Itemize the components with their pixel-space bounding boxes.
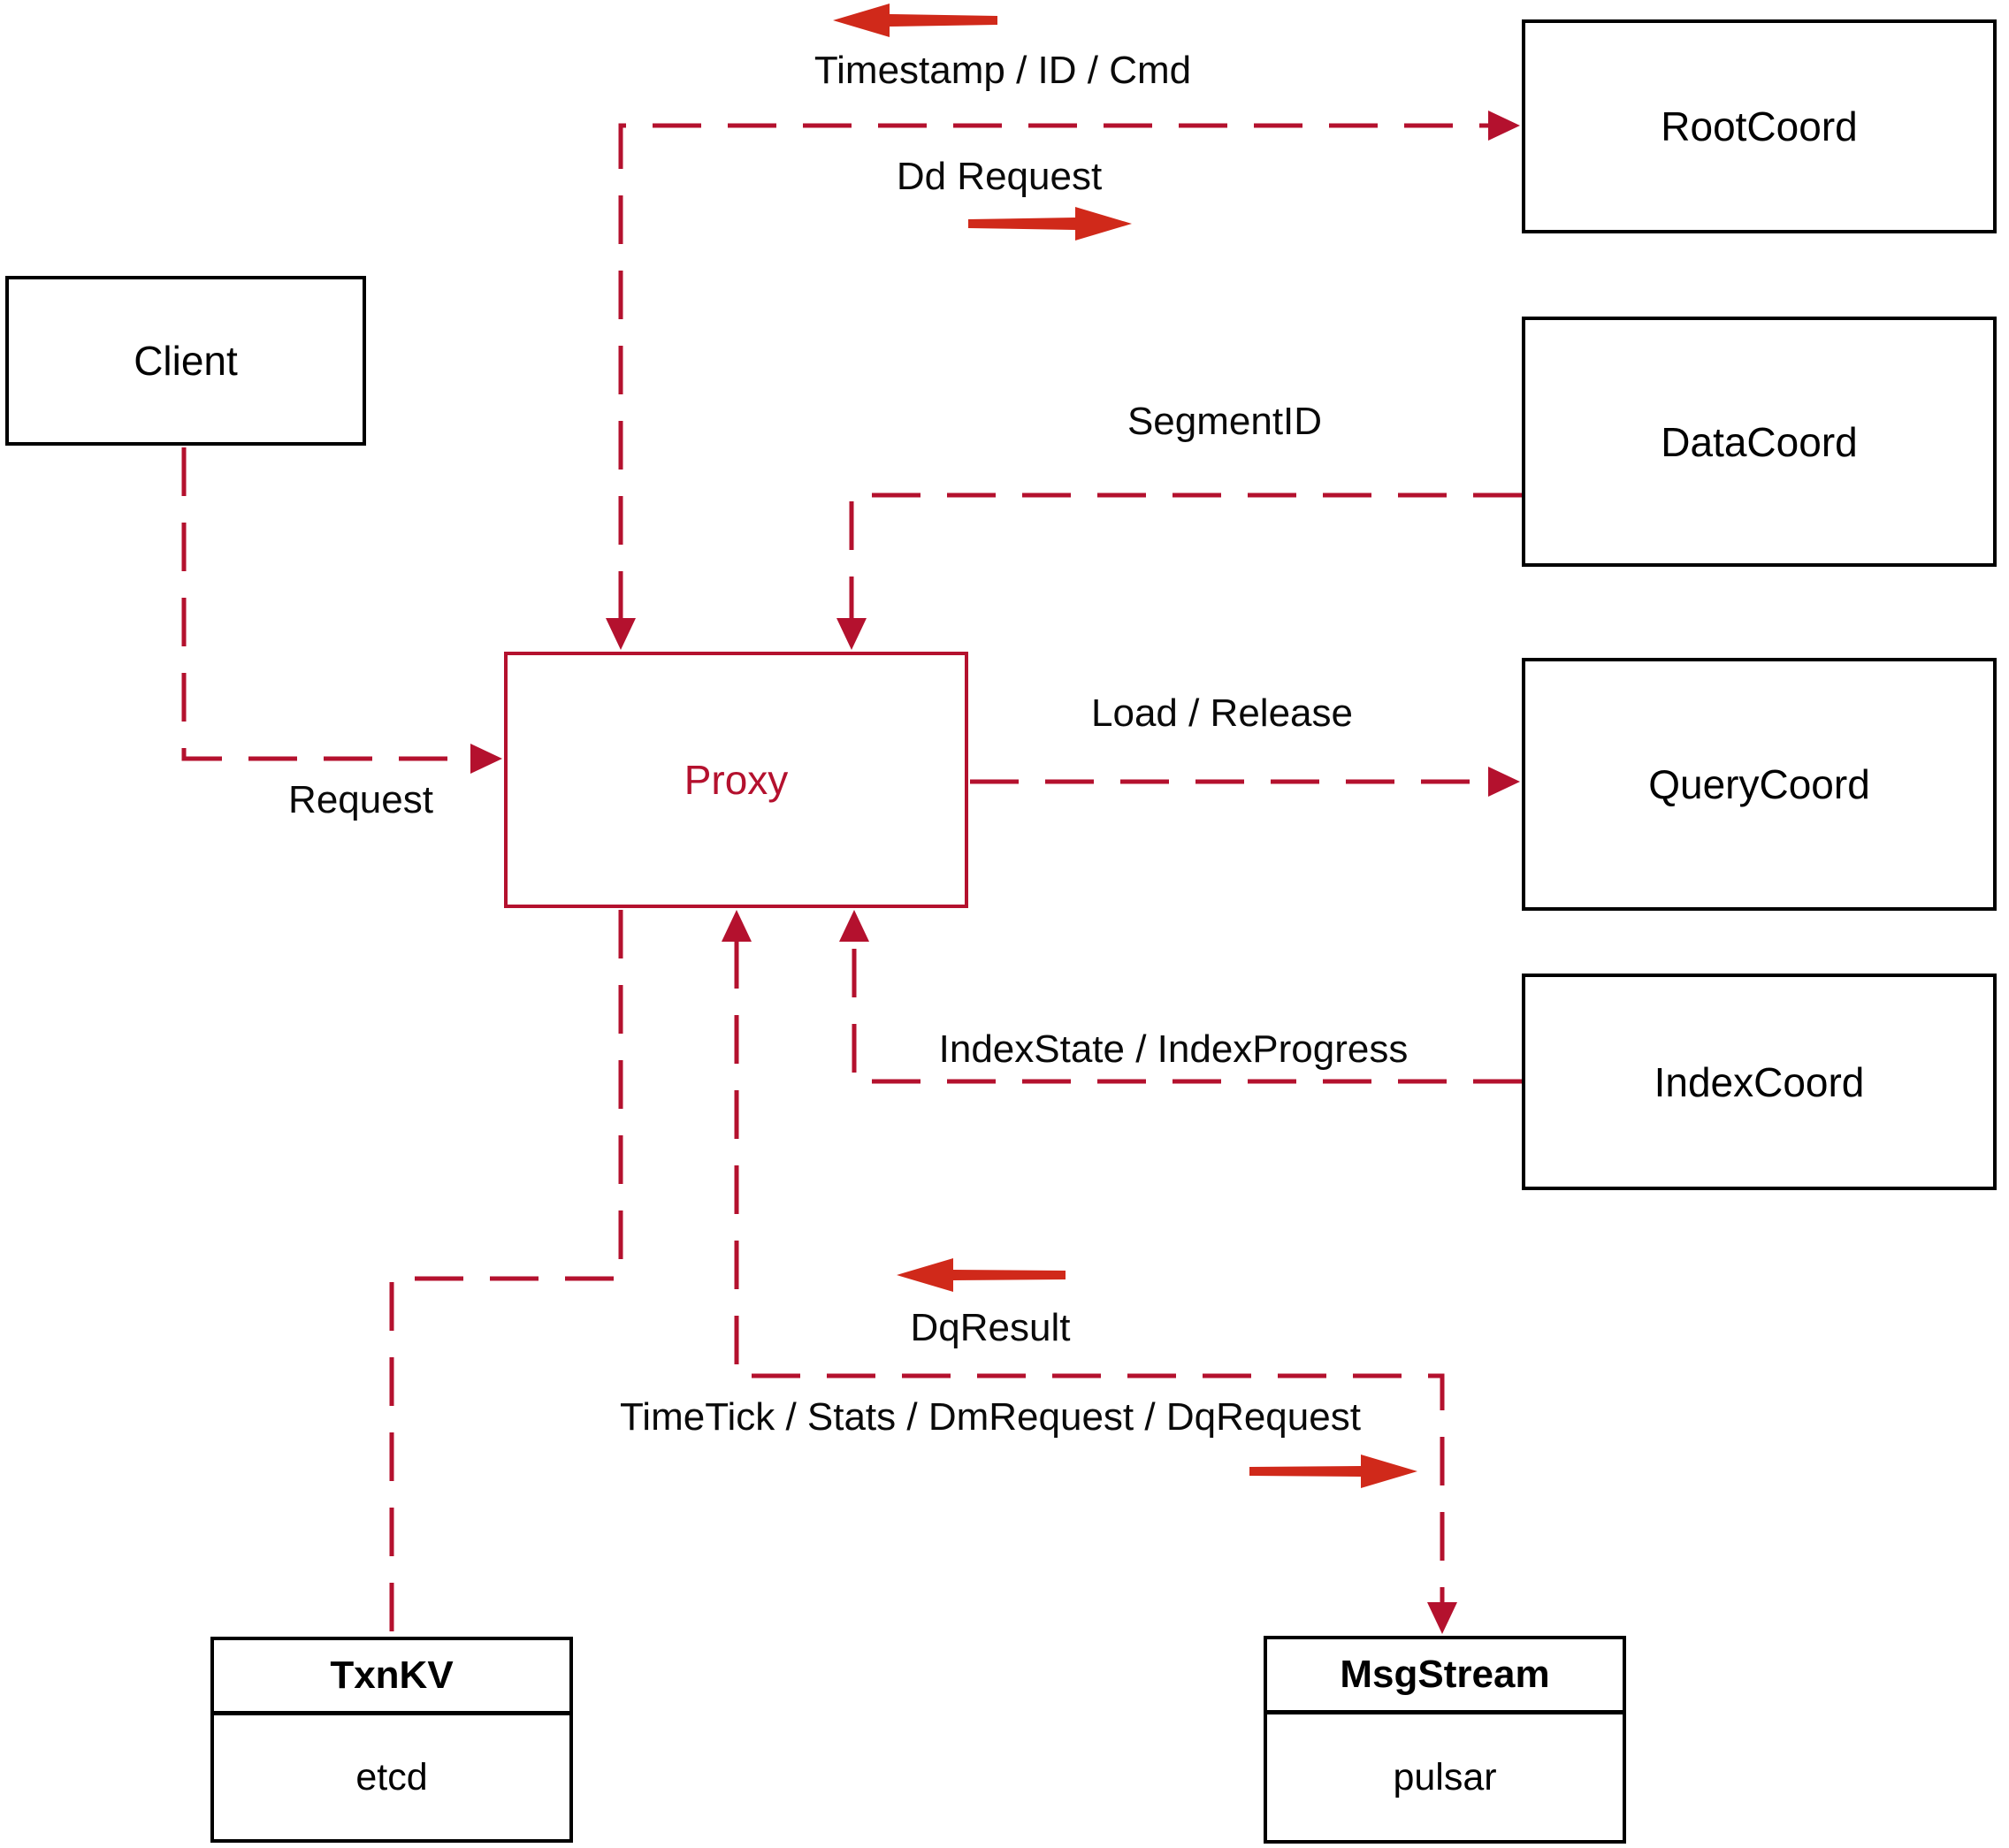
right-arrow-icon-timetick <box>1249 1455 1417 1488</box>
left-arrow-icon-timestamp <box>833 4 997 37</box>
arrowhead-into-querycoord <box>1488 767 1520 797</box>
arrowhead-into-msgstream <box>1427 1602 1457 1634</box>
arrowhead-into-proxy-bottom-left <box>722 910 752 942</box>
edge-label-request: Request <box>288 778 433 821</box>
msgstream-box: MsgStream pulsar <box>1264 1636 1626 1844</box>
querycoord-box: QueryCoord <box>1522 658 1997 911</box>
datacoord-label: DataCoord <box>1661 418 1858 465</box>
querycoord-label: QueryCoord <box>1648 761 1870 807</box>
edge-label-segment-id: SegmentID <box>1127 400 1323 443</box>
edge-label-timestamp-id-cmd: Timestamp / ID / Cmd <box>814 49 1192 92</box>
edge-label-dd-request: Dd Request <box>896 155 1103 198</box>
txnkv-subtitle: etcd <box>355 1755 428 1798</box>
proxy-label: Proxy <box>684 757 789 803</box>
edge-indexcoord-proxy <box>852 940 1522 1084</box>
right-arrow-icon-dd-request <box>968 207 1132 241</box>
datacoord-box: DataCoord <box>1522 317 1997 567</box>
arrowhead-into-proxy-top-right <box>836 618 867 650</box>
client-label: Client <box>134 338 238 384</box>
rootcoord-box: RootCoord <box>1522 19 1997 233</box>
edge-label-dq-result: DqResult <box>910 1306 1071 1349</box>
arrowhead-into-proxy-top-left <box>606 618 636 650</box>
txnkv-title: TxnKV <box>214 1640 569 1715</box>
arrowhead-into-proxy-left <box>470 744 502 774</box>
arrowhead-into-rootcoord <box>1488 111 1520 141</box>
indexcoord-label: IndexCoord <box>1654 1058 1865 1105</box>
edge-proxy-rootcoord <box>618 123 1490 620</box>
rootcoord-label: RootCoord <box>1661 103 1858 149</box>
txnkv-box: TxnKV etcd <box>210 1637 573 1843</box>
edge-proxy-txnkv <box>389 910 623 1635</box>
edge-label-index-state: IndexState / IndexProgress <box>938 1027 1409 1071</box>
edge-label-timetick: TimeTick / Stats / DmRequest / DqRequest <box>620 1395 1361 1439</box>
edge-label-load-release: Load / Release <box>1091 691 1353 735</box>
client-box: Client <box>5 276 366 446</box>
msgstream-title: MsgStream <box>1267 1639 1623 1714</box>
indexcoord-box: IndexCoord <box>1522 974 1997 1190</box>
left-arrow-icon-dqresult <box>897 1258 1066 1292</box>
edge-proxy-msgstream <box>734 940 1445 1604</box>
proxy-box: Proxy <box>504 652 968 908</box>
msgstream-subtitle: pulsar <box>1393 1755 1497 1798</box>
edge-datacoord-proxy <box>849 493 1522 620</box>
edge-client-proxy <box>181 447 472 761</box>
arrowhead-into-proxy-bottom-right <box>839 910 869 942</box>
